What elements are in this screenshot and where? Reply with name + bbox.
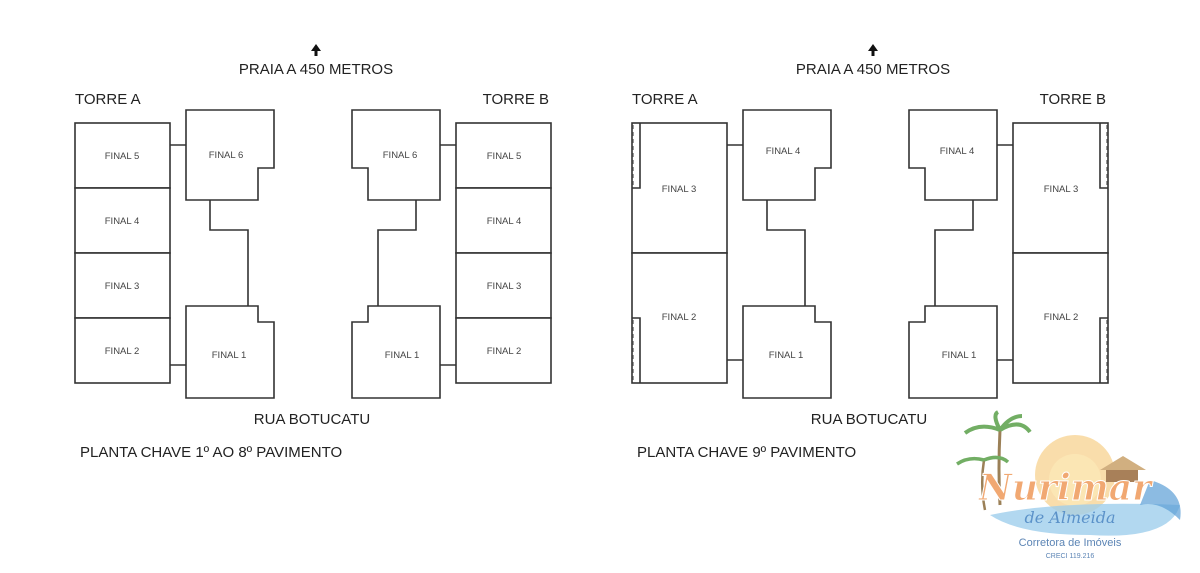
beach-distance-label: PRAIA A 450 METROS bbox=[796, 61, 950, 78]
unit-label: FINAL 3 bbox=[662, 184, 697, 195]
unit-label: FINAL 4 bbox=[105, 216, 140, 227]
plan-floors-1-8: PRAIA A 450 METROS TORRE A TORRE B FINAL… bbox=[74, 44, 552, 461]
logo-tagline: Corretora de Imóveis bbox=[1019, 537, 1122, 549]
unit-label: FINAL 4 bbox=[487, 216, 522, 227]
unit-final-2 bbox=[74, 317, 171, 384]
street-label: RUA BOTUCATU bbox=[811, 411, 927, 428]
unit-final-4 bbox=[742, 109, 832, 201]
logo-name: Nurimar bbox=[978, 467, 1154, 509]
unit-final-6 bbox=[185, 109, 275, 201]
unit-label: FINAL 1 bbox=[212, 350, 247, 361]
tower-b-label: TORRE B bbox=[1040, 91, 1106, 108]
tower-a-label: TORRE A bbox=[632, 91, 698, 108]
unit-final-4 bbox=[74, 187, 171, 254]
street-label: RUA BOTUCATU bbox=[254, 411, 370, 428]
unit-label: FINAL 3 bbox=[1044, 184, 1079, 195]
plan-caption: PLANTA CHAVE 9º PAVIMENTO bbox=[637, 444, 856, 461]
unit-final-1 bbox=[908, 305, 998, 399]
north-arrow-icon bbox=[311, 44, 321, 56]
unit-label: FINAL 6 bbox=[383, 150, 418, 161]
tower-b-label: TORRE B bbox=[483, 91, 549, 108]
unit-final-4 bbox=[455, 187, 552, 254]
unit-label: FINAL 2 bbox=[487, 346, 522, 357]
unit-label: FINAL 2 bbox=[1044, 312, 1079, 323]
logo-creci: CRECI 119.216 bbox=[1046, 553, 1095, 560]
plan-floor-9: PRAIA A 450 METROS TORRE A TORRE B FINAL… bbox=[631, 44, 1109, 461]
unit-label: FINAL 1 bbox=[385, 350, 420, 361]
unit-label: FINAL 1 bbox=[769, 350, 804, 361]
north-arrow-icon bbox=[868, 44, 878, 56]
unit-final-3 bbox=[74, 252, 171, 319]
unit-final-1 bbox=[351, 305, 441, 399]
tower-a-label: TORRE A bbox=[75, 91, 141, 108]
unit-final-2 bbox=[631, 252, 728, 384]
plan-caption: PLANTA CHAVE 1º AO 8º PAVIMENTO bbox=[80, 444, 342, 461]
unit-final-3 bbox=[1012, 122, 1109, 254]
unit-final-5 bbox=[455, 122, 552, 189]
unit-final-4 bbox=[908, 109, 998, 201]
unit-label: FINAL 3 bbox=[105, 281, 140, 292]
unit-label: FINAL 5 bbox=[487, 151, 522, 162]
unit-label: FINAL 4 bbox=[766, 146, 801, 157]
unit-label: FINAL 4 bbox=[940, 146, 975, 157]
palm-tree-icon bbox=[956, 410, 1032, 511]
beach-hut-icon bbox=[1100, 456, 1146, 482]
unit-label: FINAL 2 bbox=[662, 312, 697, 323]
unit-final-2 bbox=[1012, 252, 1109, 384]
unit-final-2 bbox=[455, 317, 552, 384]
unit-final-1 bbox=[185, 305, 275, 399]
unit-final-6 bbox=[351, 109, 441, 201]
unit-label: FINAL 1 bbox=[942, 350, 977, 361]
logo-surname: de Almeida bbox=[1024, 508, 1115, 527]
unit-label: FINAL 6 bbox=[209, 150, 244, 161]
unit-final-3 bbox=[631, 122, 728, 254]
unit-final-1 bbox=[742, 305, 832, 399]
unit-label: FINAL 2 bbox=[105, 346, 140, 357]
unit-final-5 bbox=[74, 122, 171, 189]
unit-final-3 bbox=[455, 252, 552, 319]
unit-label: FINAL 5 bbox=[105, 151, 140, 162]
beach-distance-label: PRAIA A 450 METROS bbox=[239, 61, 393, 78]
unit-label: FINAL 3 bbox=[487, 281, 522, 292]
company-logo: Nurimar de Almeida Corretora de Imóveis … bbox=[956, 410, 1181, 560]
